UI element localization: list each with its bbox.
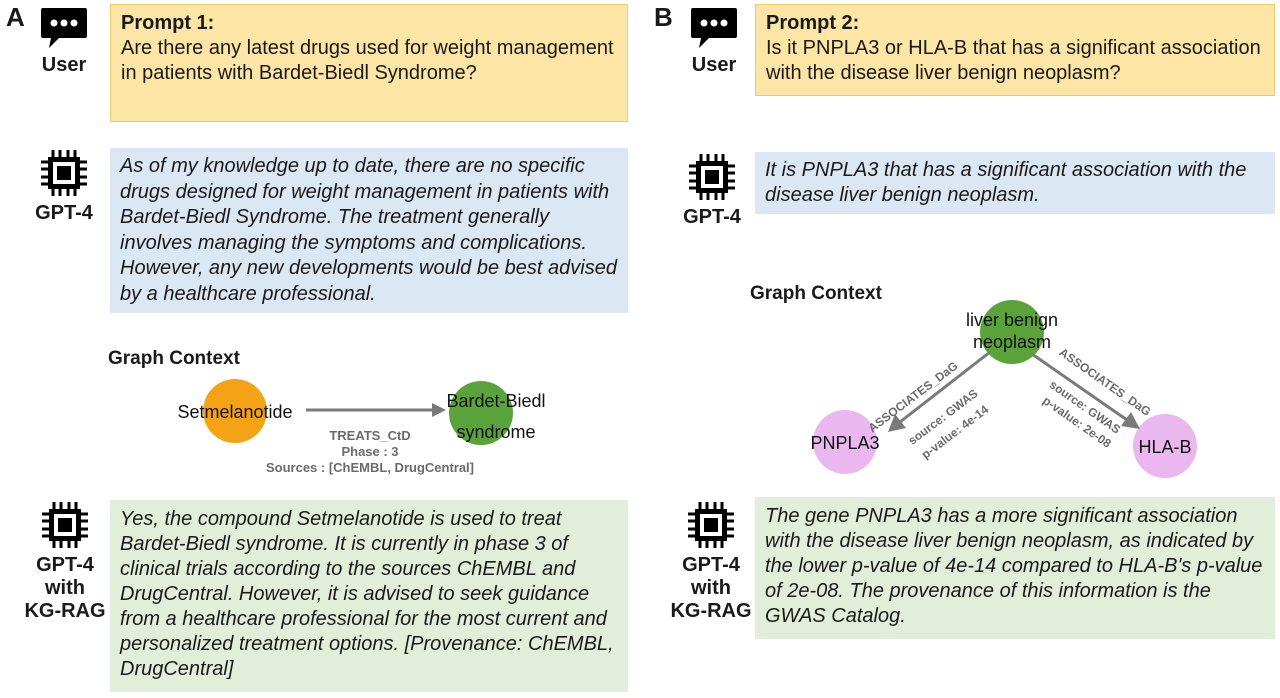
chat-bubble-icon bbox=[691, 8, 737, 48]
edge-sources-a: Sources : [ChEMBL, DrugCentral] bbox=[265, 460, 474, 475]
label-bardet-biedl-line2: syndrome bbox=[456, 422, 536, 442]
chip-icon bbox=[42, 502, 88, 548]
prompt-box-a: Prompt 1: Are there any latest drugs use… bbox=[110, 4, 628, 122]
user-role-b: User bbox=[678, 6, 750, 77]
edge-treats-arrow bbox=[306, 403, 446, 417]
label-bardet-biedl-line1: Bardet-Biedl bbox=[446, 391, 546, 411]
prompt-box-b: Prompt 2: Is it PNPLA3 or HLA-B that has… bbox=[755, 4, 1275, 96]
panel-letter-b: B bbox=[654, 2, 673, 32]
kg-rag-label-line3: KG-RAG bbox=[670, 600, 752, 622]
panel-letter-a: A bbox=[6, 2, 25, 32]
gpt4-answer-b: It is PNPLA3 that has a significant asso… bbox=[755, 152, 1275, 214]
label-disease-line1: liver benign bbox=[965, 310, 1059, 330]
kg-rag-label-line2: with bbox=[691, 577, 731, 599]
chip-icon bbox=[688, 502, 734, 548]
gpt4-role-a: GPT-4 bbox=[24, 148, 104, 225]
edges-b bbox=[888, 350, 1140, 432]
edge-type-a: TREATS_CtD bbox=[329, 428, 411, 443]
kg-rag-answer-a: Yes, the compound Setmelanotide is used … bbox=[110, 500, 628, 692]
edge-associates-hla-b bbox=[1031, 352, 1128, 422]
node-hla-b bbox=[1133, 414, 1197, 478]
graph-context-title-a: Graph Context bbox=[108, 348, 240, 369]
gpt4-label: GPT-4 bbox=[35, 202, 93, 224]
kg-rag-answer-b: The gene PNPLA3 has a more significant a… bbox=[755, 497, 1275, 639]
edge-associates-hla-b-arrowhead bbox=[1121, 412, 1140, 429]
user-role-a: User bbox=[28, 6, 100, 77]
kg-rag-role-a: GPT-4 with KG-RAG bbox=[22, 500, 108, 623]
prompt-title: Prompt 1: bbox=[121, 12, 215, 34]
chip-icon bbox=[689, 154, 735, 200]
chat-bubble-icon bbox=[41, 8, 87, 48]
gpt4-label: GPT-4 bbox=[683, 206, 741, 228]
label-setmelanotide: Setmelanotide bbox=[177, 402, 293, 422]
label-hla-b: HLA-B bbox=[1138, 437, 1192, 457]
edge-associates-pnpla3 bbox=[899, 350, 991, 424]
kg-rag-label-line3: KG-RAG bbox=[24, 600, 106, 622]
edge-phase-a: Phase : 3 bbox=[341, 444, 399, 459]
label-disease-line2: neoplasm bbox=[972, 332, 1052, 352]
gpt4-answer-a: As of my knowledge up to date, there are… bbox=[110, 148, 628, 313]
kg-rag-role-b: GPT-4 with KG-RAG bbox=[668, 500, 754, 623]
graph-context-title-b: Graph Context bbox=[750, 283, 882, 304]
prompt-text: Are there any latest drugs used for weig… bbox=[121, 37, 614, 84]
gpt4-role-b: GPT-4 bbox=[672, 152, 752, 229]
label-pnpla3: PNPLA3 bbox=[810, 433, 880, 453]
user-label: User bbox=[691, 54, 737, 76]
kg-rag-label-line2: with bbox=[45, 577, 85, 599]
prompt-text: Is it PNPLA3 or HLA-B that has a signifi… bbox=[766, 37, 1261, 84]
kg-rag-label-line1: GPT-4 bbox=[682, 554, 740, 576]
user-label: User bbox=[41, 54, 87, 76]
kg-rag-label-line1: GPT-4 bbox=[36, 554, 94, 576]
node-pnpla3 bbox=[813, 410, 877, 474]
edge-associates-pnpla3-arrowhead bbox=[888, 414, 906, 432]
node-bardet-biedl bbox=[449, 381, 513, 445]
prompt-title: Prompt 2: bbox=[766, 12, 860, 34]
node-setmelanotide bbox=[203, 379, 267, 443]
chip-icon bbox=[41, 150, 87, 196]
